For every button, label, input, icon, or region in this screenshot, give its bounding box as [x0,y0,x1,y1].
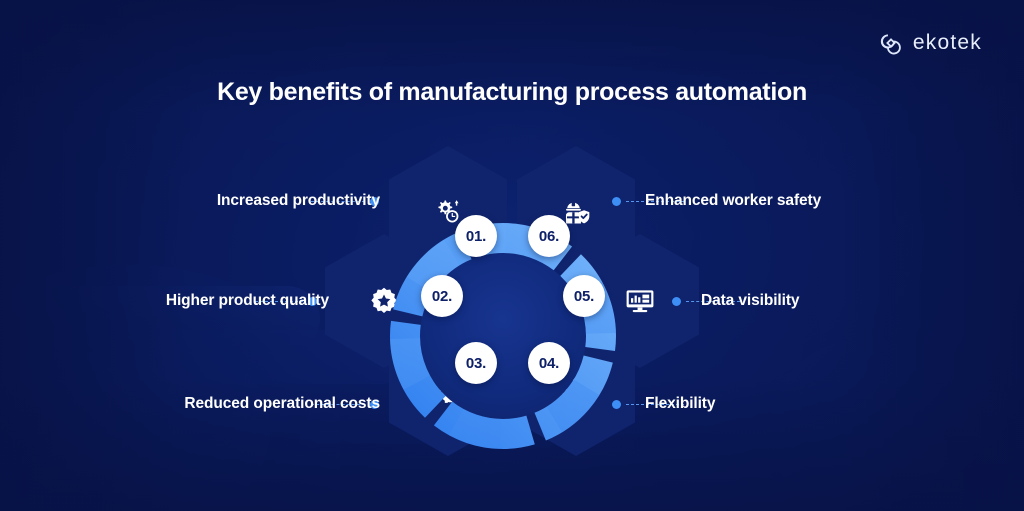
label-reduced-operational-costs[interactable]: Reduced operational costs [184,395,380,412]
label-enhanced-worker-safety[interactable]: Enhanced worker safety [645,192,822,209]
number-badge-02[interactable]: 02. [421,275,463,317]
connector-dot [612,196,621,206]
connector-dash [626,403,684,405]
label-flexibility[interactable]: Flexibility [645,395,716,412]
connector-data-visibility [672,296,740,306]
number-badge-03[interactable]: 03. [455,342,497,384]
ekotek-infinity-mark-icon [880,34,901,55]
label-data-visibility[interactable]: Data visibility [701,292,800,309]
connector-higher-product-quality [255,296,317,306]
connector-dash [626,200,684,202]
connector-dot [612,399,621,409]
connector-increased-productivity [311,196,379,206]
number-badge-01[interactable]: 01. [455,215,497,257]
brand-logo[interactable]: ekotek [878,30,982,56]
quality-badge-star-icon [371,287,397,313]
connector-reduced-operational-costs [311,399,379,409]
worker-helmet-shield-check-icon [565,202,590,224]
number-badge-04[interactable]: 04. [528,342,570,384]
connector-dash [255,300,303,302]
number-badge-05[interactable]: 05. [563,275,605,317]
connector-dot [370,399,379,409]
monitor-bar-chart-icon [626,290,654,313]
number-badge-06[interactable]: 06. [528,215,570,257]
connector-dot [370,196,379,206]
connector-dot [308,296,317,306]
connector-dash [311,403,365,405]
connector-dot [672,296,681,306]
gear-clock-arrow-up-icon [438,200,459,223]
ring-segments [390,223,616,449]
brand-logo-text: ekotek [912,31,982,54]
connector-dash [311,200,365,202]
connector-dash [686,300,740,302]
segmented-progress-ring [376,209,630,463]
page-title: Key benefits of manufacturing process au… [217,78,807,106]
label-higher-product-quality[interactable]: Higher product quality [165,292,329,309]
connector-flexibility [612,399,684,409]
label-increased-productivity[interactable]: Increased productivity [216,192,380,209]
connector-enhanced-worker-safety [612,196,684,206]
